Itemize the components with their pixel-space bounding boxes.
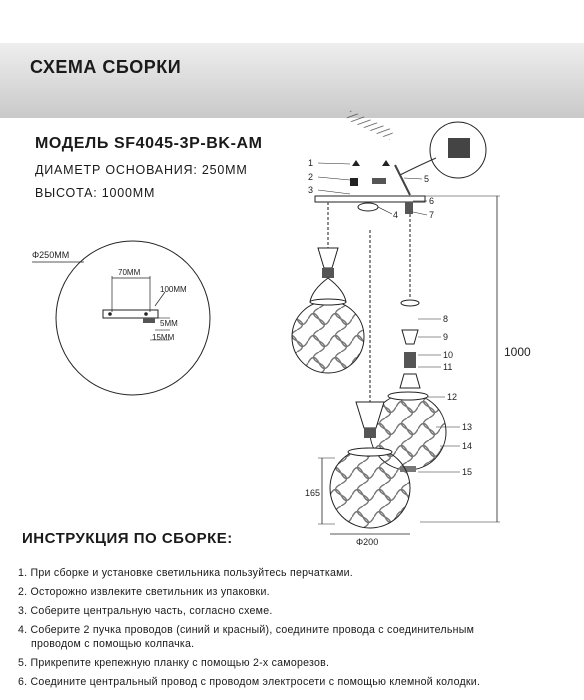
part-label-12: 12	[447, 392, 457, 402]
detail-diameter-label: Φ250MM	[32, 250, 69, 260]
header-band: СХЕМА СБОРКИ	[0, 43, 584, 118]
detail-gap15-label: 15MM	[152, 333, 175, 342]
step-6: 6. Соедините центральный провод с провод…	[18, 676, 481, 688]
spec-diameter: ДИАМЕТР ОСНОВАНИЯ: 250ММ	[35, 163, 248, 177]
part-label-2: 2	[308, 172, 313, 182]
part-label-6: 6	[429, 196, 434, 206]
part-label-14: 14	[462, 441, 472, 451]
pendant-bottom	[329, 401, 411, 529]
model-name: МОДЕЛЬ SF4045-3P-BK-AM	[35, 135, 263, 152]
instructions-title: ИНСТРУКЦИЯ ПО СБОРКЕ:	[22, 530, 233, 547]
part-label-15: 15	[462, 467, 472, 477]
step-3: 3. Соберите центральную часть, согласно …	[18, 605, 273, 617]
detail-view: Φ250MM 70MM 100MM 5MM 15MM	[32, 240, 211, 396]
part-label-3: 3	[308, 185, 313, 195]
canopy-parts	[314, 160, 426, 214]
page-title: СХЕМА СБОРКИ	[30, 57, 182, 77]
instructions-list: 1. При сборке и установке светильника по…	[18, 566, 584, 694]
part-label-4: 4	[393, 210, 398, 220]
step-4: 4. Соберите 2 пучка проводов (синий и кр…	[18, 623, 584, 651]
ceiling-hatch	[346, 110, 394, 140]
dimensions: 1000 165 Φ200	[305, 195, 531, 547]
pendant-right	[369, 299, 447, 472]
terminal-block-circle	[429, 121, 487, 179]
step-4-line-1: 4. Соберите 2 пучка проводов (синий и кр…	[18, 624, 475, 636]
part-label-9: 9	[443, 332, 448, 342]
detail-width-label: 70MM	[118, 268, 141, 277]
step-5: 5. Прикрепите крепежную планку с помощью…	[18, 657, 330, 669]
part-label-1: 1	[308, 158, 313, 168]
step-2: 2. Осторожно извлеките светильник из упа…	[18, 586, 270, 598]
part-label-10: 10	[443, 350, 453, 360]
detail-gap5-label: 5MM	[160, 319, 178, 328]
step-4-line-2: проводом с помощью колпачка.	[31, 638, 195, 650]
part-label-11: 11	[443, 362, 452, 372]
part-label-5: 5	[424, 174, 429, 184]
part-label-8: 8	[443, 314, 448, 324]
shade-height-label: 165	[305, 488, 320, 498]
part-label-13: 13	[462, 422, 472, 432]
spec-height: ВЫСОТА: 1000ММ	[35, 186, 156, 200]
part-labels: 1 2 3 4 5 6 7 8 9 10 11 12 13 14 15	[308, 158, 472, 477]
cables	[327, 202, 411, 402]
step-1: 1. При сборке и установке светильника по…	[18, 567, 353, 579]
terminal-block	[448, 138, 470, 158]
height-dimension-label: 1000	[504, 345, 531, 359]
shade-diameter-label: Φ200	[356, 537, 378, 547]
detail-height-label: 100MM	[160, 285, 187, 294]
part-label-7: 7	[429, 210, 434, 220]
pendant-upper	[291, 247, 365, 374]
